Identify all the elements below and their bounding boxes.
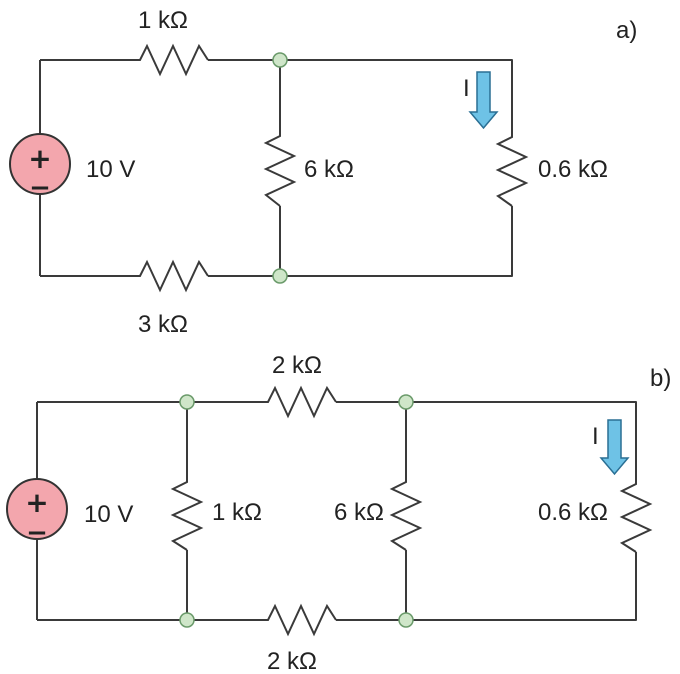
label-a-r-bottom: 3 kΩ xyxy=(138,311,188,338)
node-b-bottom-right xyxy=(398,612,414,628)
label-a-r-top: 1 kΩ xyxy=(138,7,188,34)
current-b-arrow xyxy=(599,419,630,476)
resistor-b-top xyxy=(258,385,337,419)
resistor-a-middle xyxy=(263,128,297,207)
label-b-voltage: 10 V xyxy=(84,501,133,528)
resistor-b-load xyxy=(619,476,653,553)
label-b-r-middle: 6 kΩ xyxy=(334,499,384,526)
label-b-r-left: 1 kΩ xyxy=(212,499,262,526)
current-b-label: I xyxy=(592,423,599,450)
label-b-r-top: 2 kΩ xyxy=(272,352,322,379)
node-b-top-right xyxy=(398,394,414,410)
node-b-top-left xyxy=(179,394,195,410)
resistor-a-bottom xyxy=(130,259,209,293)
resistor-b-middle xyxy=(389,474,423,551)
resistor-a-load xyxy=(495,130,529,207)
current-a-arrow xyxy=(468,71,499,130)
label-a-r-load: 0.6 kΩ xyxy=(538,156,608,183)
resistor-b-left xyxy=(170,474,204,551)
source-a-plus: + xyxy=(28,142,51,175)
circuit-a: + − I 1 kΩ 3 kΩ 6 kΩ 0.6 kΩ 10 V a) xyxy=(9,7,637,338)
node-a-bottom xyxy=(272,268,288,284)
source-b-minus: − xyxy=(26,518,48,548)
label-b-title: b) xyxy=(650,365,671,392)
circuit-b: + − I 2 kΩ 2 kΩ 1 kΩ 6 kΩ 0.6 kΩ 10 V b) xyxy=(6,352,671,674)
voltage-source-a xyxy=(9,133,71,195)
label-a-title: a) xyxy=(616,17,637,44)
wire-a-top xyxy=(40,59,513,130)
wire-a-bottom xyxy=(40,206,513,277)
node-a-top xyxy=(272,52,288,68)
current-a-label: I xyxy=(463,75,470,102)
wire-b-bottom xyxy=(37,552,637,621)
label-a-r-middle: 6 kΩ xyxy=(304,156,354,183)
wire-b-top xyxy=(37,401,637,476)
voltage-source-b xyxy=(6,478,68,540)
node-b-bottom-left xyxy=(179,612,195,628)
source-a-minus: − xyxy=(29,173,51,203)
label-b-r-load: 0.6 kΩ xyxy=(538,499,608,526)
resistor-b-bottom xyxy=(258,603,337,637)
label-a-voltage: 10 V xyxy=(86,156,135,183)
label-b-r-bottom: 2 kΩ xyxy=(267,648,317,674)
resistor-a-top xyxy=(130,43,209,77)
source-b-plus: + xyxy=(25,486,48,519)
